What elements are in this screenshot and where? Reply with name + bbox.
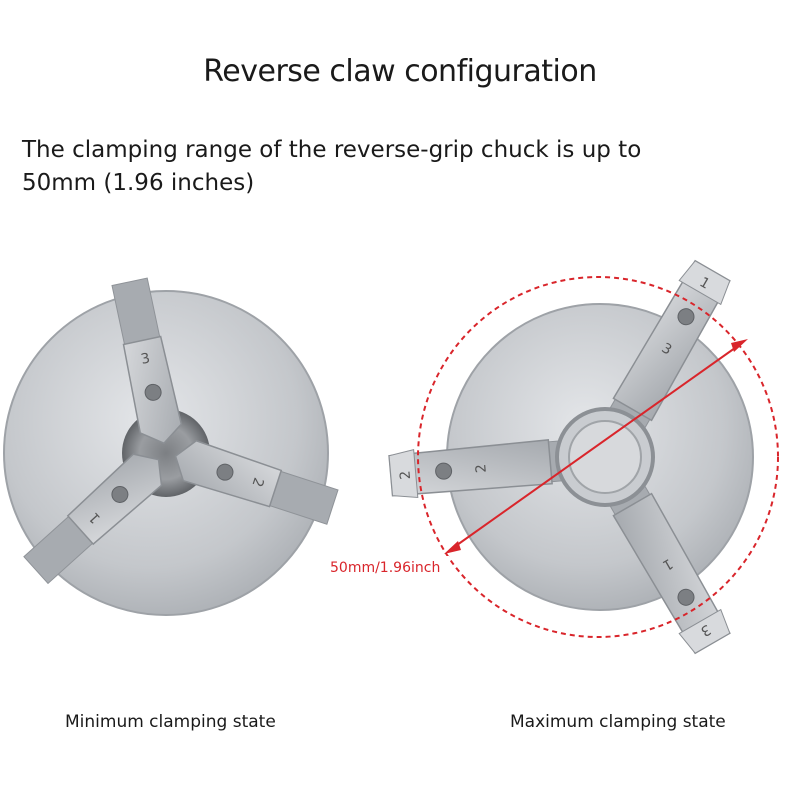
jaw-left-3: 3 [122, 335, 183, 445]
chuck-minimum-state: 3 2 1 [3, 277, 339, 616]
caption-minimum-state: Minimum clamping state [65, 712, 276, 732]
page-title: Reverse claw configuration [203, 54, 597, 89]
jaw-number: 2 [473, 463, 490, 473]
clamping-range-description: The clamping range of the reverse-grip c… [22, 137, 642, 196]
jaw-number: 2 [397, 470, 414, 480]
diameter-label: 50mm/1.96inch [330, 560, 440, 576]
arrow-head-left [444, 541, 461, 554]
jaw-right-3: 3 1 [612, 492, 731, 655]
chuck-maximum-state: 1 3 3 1 2 2 50mm/1.96inch [325, 259, 779, 655]
diameter-line [449, 342, 743, 551]
clamping-range-circle [417, 276, 779, 638]
jaw-number: 3 [139, 350, 151, 368]
jaw-right-1: 1 3 [612, 259, 731, 422]
jaw-right-2: 2 2 [388, 439, 553, 499]
caption-maximum-state: Maximum clamping state [510, 712, 726, 732]
arrow-head-right [731, 339, 748, 352]
jaw-left-1: 1 [66, 453, 163, 546]
jaw-left-2: 2 [174, 439, 283, 508]
